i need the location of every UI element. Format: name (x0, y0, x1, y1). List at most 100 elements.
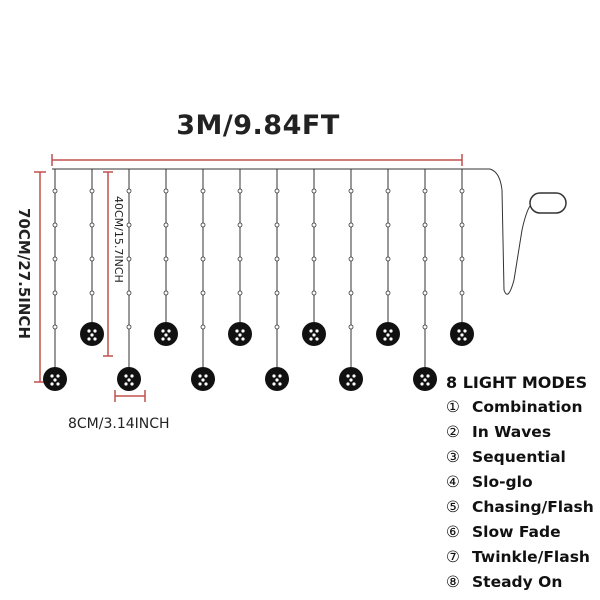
light-strand (339, 169, 363, 391)
mini-led-icon (163, 290, 169, 296)
mini-led-icon (163, 222, 169, 228)
mini-led-icon (274, 222, 280, 228)
mini-led-icon (126, 324, 132, 330)
mode-item: ④ Slo-glo (446, 473, 600, 498)
mode-label: In Waves (472, 423, 552, 441)
mini-led-icon (200, 256, 206, 262)
mode-label: Combination (472, 398, 583, 416)
mini-led-icon (126, 222, 132, 228)
mini-led-icon (311, 222, 317, 228)
mini-led-icon (459, 222, 465, 228)
mode-label: Steady On (472, 573, 563, 591)
mode-label: Slo-glo (472, 473, 533, 491)
light-strand (450, 169, 474, 346)
mini-led-icon (200, 324, 206, 330)
light-strands (43, 169, 474, 391)
mini-led-icon (52, 256, 58, 262)
mini-led-icon (422, 256, 428, 262)
mini-led-icon (237, 222, 243, 228)
mini-led-icon (422, 188, 428, 194)
mode-label: Sequential (472, 448, 566, 466)
mode-item: ① Combination (446, 398, 600, 423)
mini-led-icon (311, 290, 317, 296)
mini-led-icon (163, 188, 169, 194)
mode-number: ⑥ (446, 523, 460, 541)
mini-led-icon (311, 188, 317, 194)
mini-led-icon (89, 188, 95, 194)
width-dimension-line (51, 154, 463, 166)
light-strand (228, 169, 252, 346)
mini-led-icon (200, 290, 206, 296)
mini-led-icon (89, 222, 95, 228)
mode-number: ⑤ (446, 498, 460, 516)
mini-led-icon (126, 290, 132, 296)
mode-number: ④ (446, 473, 460, 491)
mode-label: Twinkle/Flash (472, 548, 590, 566)
controller-box (529, 192, 567, 214)
mini-led-icon (274, 256, 280, 262)
height-label: 70CM/27.5INCH (15, 208, 33, 339)
light-strand (117, 169, 141, 391)
mode-number: ⑧ (446, 573, 460, 591)
mini-led-icon (274, 290, 280, 296)
mode-item: ⑧ Steady On (446, 573, 600, 598)
mini-led-icon (385, 222, 391, 228)
light-strand (376, 169, 400, 346)
mini-led-icon (52, 324, 58, 330)
mini-led-icon (274, 188, 280, 194)
mini-led-icon (422, 290, 428, 296)
mini-led-icon (459, 256, 465, 262)
mini-led-icon (200, 188, 206, 194)
mini-led-icon (459, 188, 465, 194)
mode-item: ⑥ Slow Fade (446, 523, 600, 548)
mini-led-icon (52, 188, 58, 194)
mini-led-icon (52, 290, 58, 296)
light-modes-list: 8 LIGHT MODES ① Combination ② In Waves ③ Se… (446, 373, 600, 598)
mini-led-icon (311, 256, 317, 262)
mini-led-icon (200, 222, 206, 228)
mini-led-icon (348, 188, 354, 194)
mode-item: ② In Waves (446, 423, 600, 448)
mini-led-icon (459, 290, 465, 296)
mode-label: Slow Fade (472, 523, 561, 541)
mode-item: ⑦ Twinkle/Flash (446, 548, 600, 573)
mini-led-icon (52, 222, 58, 228)
main-wire (52, 168, 531, 295)
light-strand (191, 169, 215, 391)
bulb-spacing-label: 8CM/3.14INCH (68, 416, 170, 432)
mini-led-icon (274, 324, 280, 330)
mini-led-icon (422, 222, 428, 228)
mini-led-icon (348, 290, 354, 296)
light-strand (80, 169, 104, 346)
mini-led-icon (348, 222, 354, 228)
light-strand (265, 169, 289, 391)
light-strand (43, 169, 67, 391)
mode-number: ② (446, 423, 460, 441)
mini-led-icon (385, 256, 391, 262)
mode-number: ① (446, 398, 460, 416)
mini-led-icon (163, 256, 169, 262)
drop-dimension-line (103, 171, 113, 357)
mini-led-icon (348, 324, 354, 330)
mini-led-icon (89, 290, 95, 296)
mini-led-icon (237, 290, 243, 296)
mini-led-icon (422, 324, 428, 330)
light-strand (413, 169, 437, 391)
mini-led-icon (89, 256, 95, 262)
mini-led-icon (385, 290, 391, 296)
mini-led-icon (237, 188, 243, 194)
mini-led-icon (126, 188, 132, 194)
light-modes-heading: 8 LIGHT MODES (446, 373, 588, 392)
spacing-dimension-line (114, 390, 146, 402)
mode-number: ③ (446, 448, 460, 466)
drop-length-label: 40CM/15.7INCH (112, 196, 125, 283)
mode-item: ③ Sequential (446, 448, 600, 473)
height-dimension-line (34, 171, 46, 383)
mini-led-icon (348, 256, 354, 262)
mode-number: ⑦ (446, 548, 460, 566)
mini-led-icon (126, 256, 132, 262)
light-strand (302, 169, 326, 346)
